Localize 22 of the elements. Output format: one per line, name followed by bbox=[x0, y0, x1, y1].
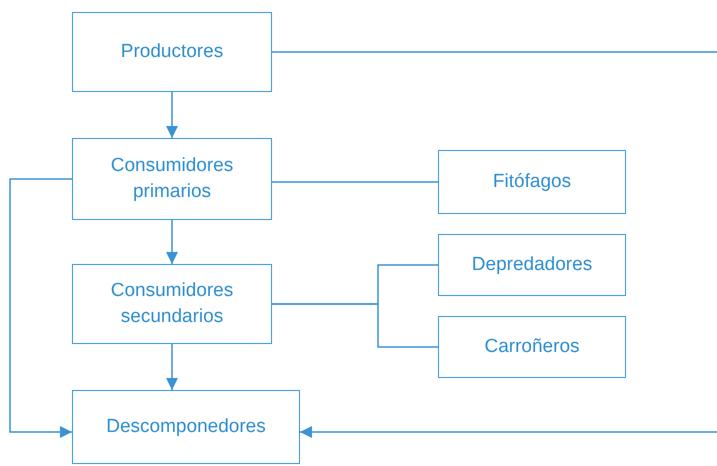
process-box bbox=[72, 264, 272, 344]
arrow bbox=[166, 92, 178, 138]
box-label: Carroñeros bbox=[484, 335, 580, 359]
box-label: Productores bbox=[120, 40, 224, 64]
arrow bbox=[166, 344, 178, 390]
process-box bbox=[72, 12, 272, 92]
box-label: Descomponedores bbox=[106, 415, 266, 439]
process-box bbox=[438, 316, 626, 378]
arrow bbox=[300, 426, 717, 438]
process-box bbox=[438, 150, 626, 214]
connector-line bbox=[272, 51, 717, 53]
box-label: Depredadores bbox=[472, 253, 592, 277]
box-label: Fitófagos bbox=[492, 170, 572, 194]
process-box bbox=[72, 138, 272, 220]
process-box bbox=[438, 234, 626, 296]
box-label: Consumidores primarios bbox=[110, 154, 234, 204]
connector-line bbox=[272, 181, 438, 183]
process-box bbox=[72, 390, 300, 464]
box-label: Consumidores secundarios bbox=[110, 279, 234, 329]
arrow bbox=[9, 178, 72, 438]
arrow bbox=[166, 220, 178, 264]
connector-line bbox=[272, 303, 438, 348]
